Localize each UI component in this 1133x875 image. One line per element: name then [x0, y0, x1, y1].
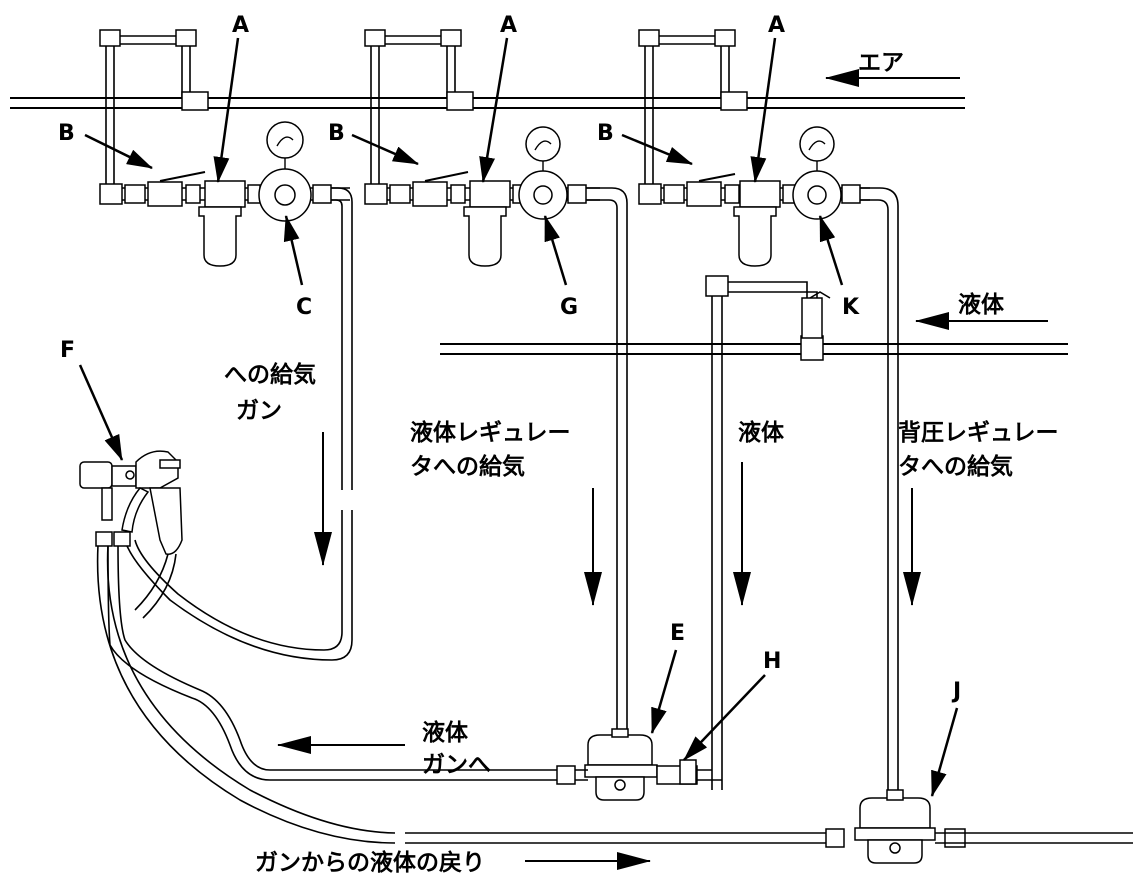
back-pressure-regulator-air-label-line1: 背圧レギュレー: [898, 420, 1059, 446]
label-f: F: [60, 338, 75, 363]
label-c: C: [296, 295, 312, 320]
label-a-1: A: [232, 13, 249, 38]
label-k: K: [842, 295, 860, 320]
fluid-supply-header: [440, 343, 1068, 355]
air-station-2: [364, 29, 628, 730]
callout-leaders: [78, 37, 959, 797]
label-b-1: B: [58, 121, 75, 146]
fluid-branch: [705, 275, 831, 790]
fluid-to-gun-label-line1: 液体: [422, 719, 469, 746]
label-h: H: [763, 649, 781, 674]
fluid-return-label: ガンからの液体の戻り: [255, 849, 485, 875]
gun-air-label-line1: への給気: [224, 361, 316, 388]
air-station-3: [638, 29, 899, 795]
air-station-1: [99, 29, 353, 661]
fluid-label-mid: 液体: [738, 419, 785, 446]
label-g: G: [560, 295, 578, 320]
label-b-2: B: [328, 121, 345, 146]
spray-gun: [79, 450, 183, 619]
gun-air-label-line2: ガン: [236, 398, 282, 424]
back-pressure-regulator-j: [825, 789, 1133, 864]
label-j: J: [951, 679, 961, 704]
label-a-3: A: [768, 13, 785, 38]
fluid-label-top: 液体: [958, 291, 1005, 318]
fluid-to-gun-label-line2: ガンへ: [422, 752, 491, 778]
fluid-regulator-e: [270, 728, 722, 801]
flow-arrows: [277, 69, 1048, 870]
air-supply-header: [10, 97, 965, 109]
gun-fluid-lines: [95, 531, 826, 844]
fluid-regulator-air-label-line1: 液体レギュレー: [410, 419, 571, 446]
label-e: E: [670, 621, 685, 646]
back-pressure-regulator-air-label-line2: タへの給気: [898, 453, 1013, 480]
label-a-2: A: [500, 13, 517, 38]
air-label: エア: [858, 50, 904, 76]
label-b-3: B: [597, 121, 614, 146]
fluid-regulator-air-label-line2: タへの給気: [410, 453, 525, 480]
